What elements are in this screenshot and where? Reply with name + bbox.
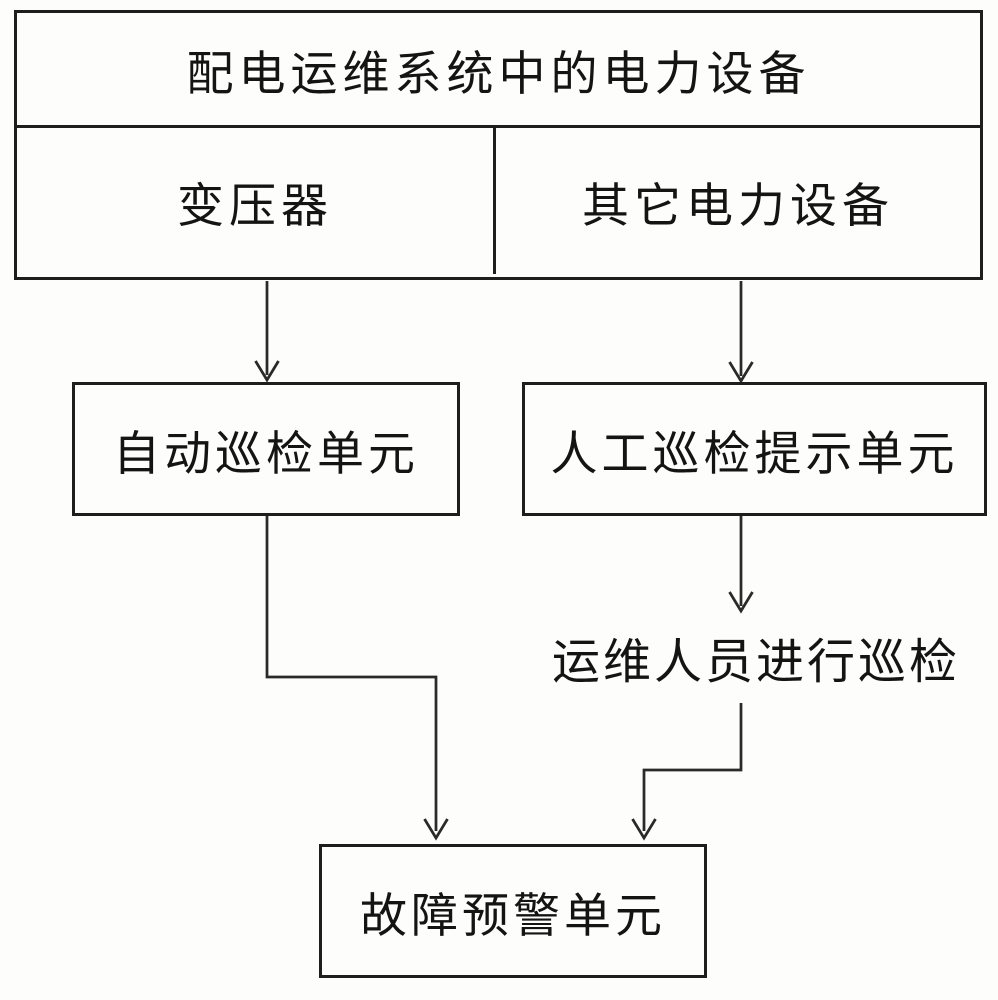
node-manual-inspection-prompt-unit: 人工巡检提示单元 [522,382,987,516]
equipment-table-title: 配电运维系统中的电力设备 [17,13,980,128]
cell-transformer: 变压器 [17,128,496,274]
node-fault-warning-unit: 故障预警单元 [319,844,707,978]
arrow-auto-to-fault [265,516,438,831]
arrowhead-transformer-to-auto-icon [254,360,280,383]
cell-other-equipment: 其它电力设备 [582,180,894,233]
arrowhead-manual-to-label-icon [728,591,754,614]
equipment-table: 配电运维系统中的电力设备 变压器 其它电力设备 [14,10,983,280]
arrow-label-to-fault [642,703,743,831]
arrowhead-label-to-fault-icon [631,818,657,841]
arrowhead-auto-to-fault-icon [423,818,449,841]
equipment-table-row: 变压器 其它电力设备 [17,128,980,274]
node-auto-inspection-unit: 自动巡检单元 [72,382,460,516]
arrowhead-other-to-manual-icon [728,361,754,384]
label-personnel-inspection: 运维人员进行巡检 [551,636,960,689]
